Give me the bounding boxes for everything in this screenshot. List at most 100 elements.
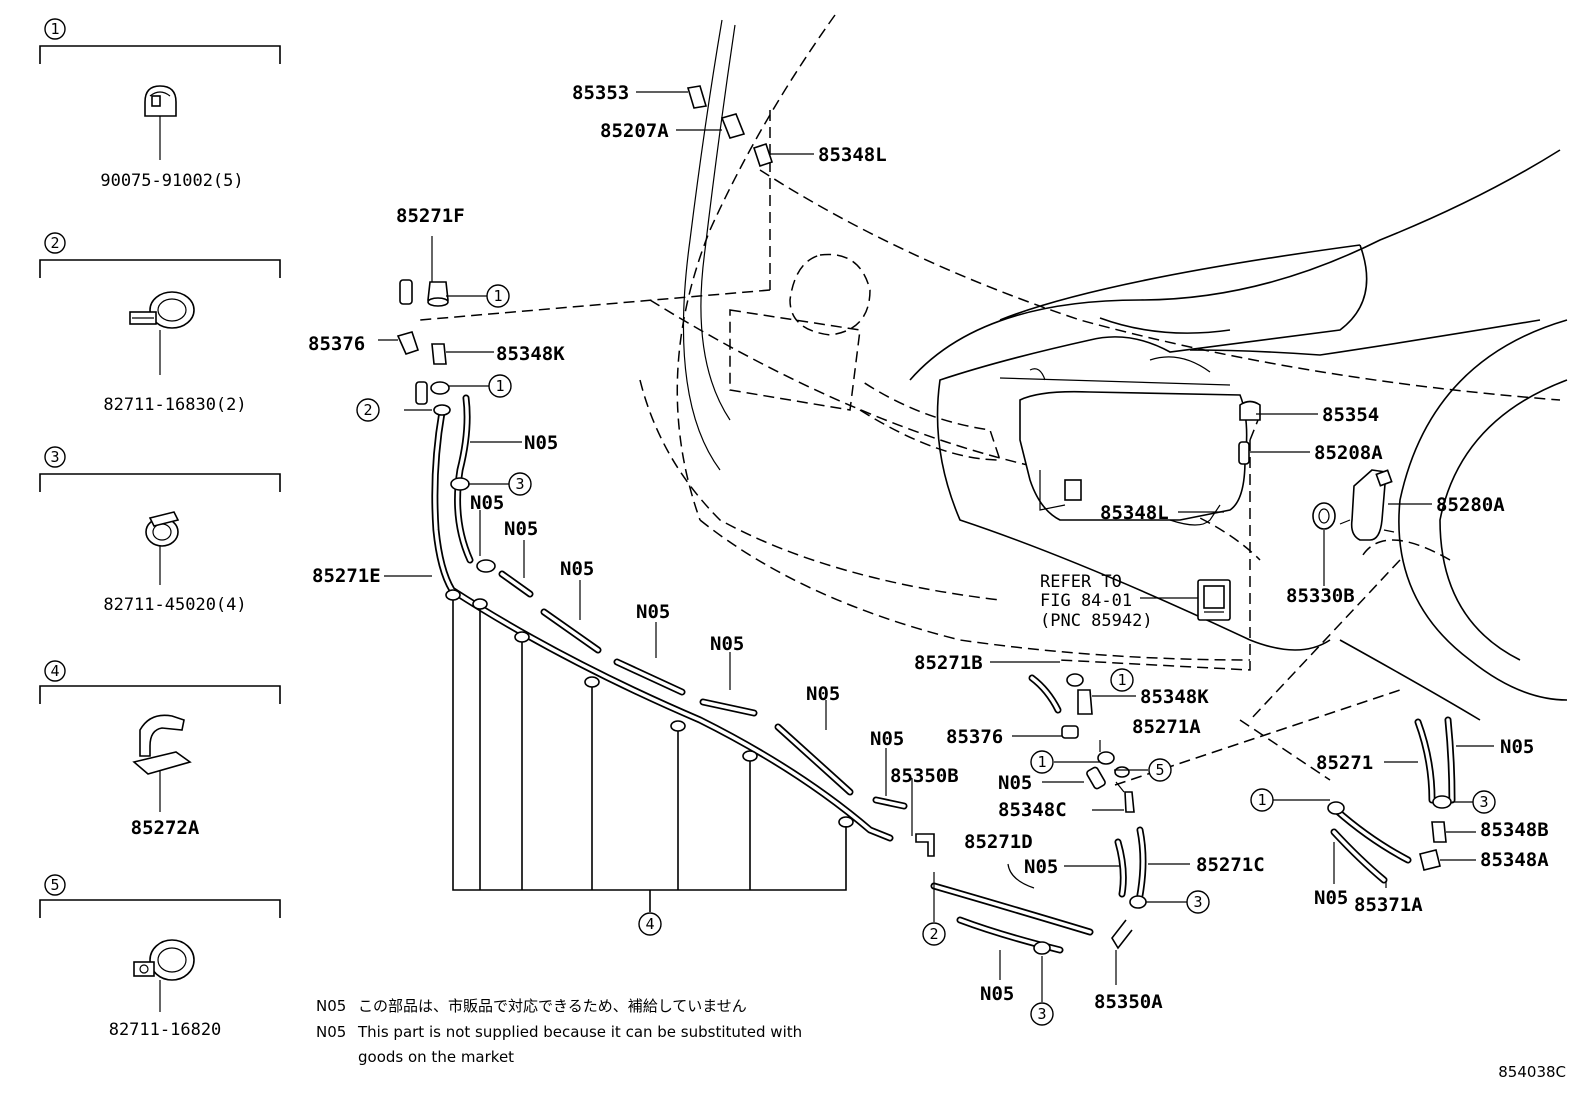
note-english-1: This part is not supplied because it can… xyxy=(357,1023,802,1041)
note-english-2: goods on the market xyxy=(358,1048,514,1066)
legend-item-4-part: 85272A xyxy=(131,817,200,839)
svg-text:1: 1 xyxy=(1117,671,1126,689)
label-N05: N05 xyxy=(806,683,840,705)
callouts: 1 1 2 3 4 1 1 5 3 2 3 1 3 xyxy=(356,284,1496,1026)
reference-part-icon xyxy=(1197,579,1231,621)
legend-item-3-part: 82711-45020(4) xyxy=(103,595,246,615)
label-85208A: 85208A xyxy=(1314,442,1383,464)
footnotes: N05 この部品は、市販品で対応できるため、補給していません N05 This … xyxy=(316,997,802,1066)
callout-2: 2 xyxy=(356,398,380,422)
refer-line-1: REFER TO xyxy=(1040,572,1122,592)
label-85271B: 85271B xyxy=(914,652,983,674)
callout-3: 3 xyxy=(1186,890,1210,914)
callout-1: 1 xyxy=(486,284,510,308)
label-N05: N05 xyxy=(560,558,594,580)
label-N05: N05 xyxy=(470,492,504,514)
label-85271: 85271 xyxy=(1316,752,1373,774)
label-85348A: 85348A xyxy=(1480,849,1549,871)
label-85348K: 85348K xyxy=(1140,686,1209,708)
label-N05: N05 xyxy=(636,601,670,623)
refer-line-2: FIG 84-01 xyxy=(1040,591,1132,611)
vehicle-outline xyxy=(419,14,1568,786)
label-85207A: 85207A xyxy=(600,120,669,142)
legend-item-2: 2 82711-16830(2) xyxy=(39,232,281,415)
label-N05: N05 xyxy=(524,432,558,454)
reference-note: REFER TO FIG 84-01 (PNC 85942) xyxy=(1040,572,1153,631)
legend-item-2-part: 82711-16830(2) xyxy=(103,395,246,415)
label-85280A: 85280A xyxy=(1436,494,1505,516)
label-N05: N05 xyxy=(1314,887,1348,909)
svg-text:1: 1 xyxy=(1037,753,1046,771)
legend-item-5: 5 82711-16820 xyxy=(39,874,281,1040)
note-japanese: この部品は、市販品で対応できるため、補給していません xyxy=(358,997,747,1015)
hose-clamp-icon xyxy=(129,291,195,329)
label-85353: 85353 xyxy=(572,82,629,104)
label-85354: 85354 xyxy=(1322,404,1379,426)
note-code-1: N05 xyxy=(316,997,346,1015)
callout-4: 4 xyxy=(638,912,662,936)
svg-text:5: 5 xyxy=(1155,761,1164,779)
svg-text:3: 3 xyxy=(1193,893,1202,911)
label-N05: N05 xyxy=(1024,856,1058,878)
label-N05: N05 xyxy=(980,983,1014,1005)
label-85376: 85376 xyxy=(308,333,365,355)
callout-5: 5 xyxy=(1148,758,1172,782)
legend-panel: 1 90075-91002(5) 2 82711-16830(2) xyxy=(39,18,281,1040)
label-85376: 85376 xyxy=(946,726,1003,748)
band-clamp-icon xyxy=(133,939,195,981)
label-85350A: 85350A xyxy=(1094,991,1163,1013)
callout-1: 1 xyxy=(488,374,512,398)
lower-center-hoses xyxy=(930,673,1147,955)
label-85371A: 85371A xyxy=(1354,894,1423,916)
leader-lines xyxy=(378,91,1494,1002)
label-N05: N05 xyxy=(1500,736,1534,758)
filter-icon xyxy=(1238,441,1250,465)
legend-item-1-part: 90075-91002(5) xyxy=(100,171,243,191)
legend-item-5-part: 82711-16820 xyxy=(109,1020,222,1040)
spring-clamp-icon xyxy=(145,511,180,547)
label-85271D: 85271D xyxy=(964,831,1033,853)
svg-text:1: 1 xyxy=(493,287,502,305)
label-85348K: 85348K xyxy=(496,343,565,365)
legend-item-5-number: 5 xyxy=(50,876,59,894)
svg-text:3: 3 xyxy=(1479,793,1488,811)
callout-1: 1 xyxy=(1250,788,1274,812)
callout-3: 3 xyxy=(508,472,532,496)
washer-motor-icon xyxy=(1339,469,1395,541)
figure-id: 854038C xyxy=(1498,1063,1566,1081)
legend-item-3-number: 3 xyxy=(50,448,59,466)
svg-text:4: 4 xyxy=(645,915,654,933)
legend-item-1-number: 1 xyxy=(50,20,59,38)
right-hoses xyxy=(1327,716,1456,884)
note-code-2: N05 xyxy=(316,1023,346,1041)
refer-line-3: (PNC 85942) xyxy=(1040,611,1153,631)
part-labels: 85353 85207A 85348L 85271F 85376 85348K … xyxy=(308,82,1549,1013)
legend-item-4-number: 4 xyxy=(50,662,59,680)
svg-text:2: 2 xyxy=(929,925,938,943)
label-85271E: 85271E xyxy=(312,565,381,587)
hose-clip-icon xyxy=(132,714,192,775)
label-85271F: 85271F xyxy=(396,205,465,227)
legend-item-2-number: 2 xyxy=(50,234,59,252)
legend-item-3: 3 82711-45020(4) xyxy=(39,446,281,615)
label-N05: N05 xyxy=(998,772,1032,794)
label-85348C: 85348C xyxy=(998,799,1067,821)
legend-item-4: 4 85272A xyxy=(39,660,281,839)
svg-text:1: 1 xyxy=(495,377,504,395)
label-85330B: 85330B xyxy=(1286,585,1355,607)
label-85271C: 85271C xyxy=(1196,854,1265,876)
nozzle-parts-top xyxy=(686,85,774,168)
label-85271A: 85271A xyxy=(1132,716,1201,738)
main-hose-assembly xyxy=(396,279,935,912)
callout-2: 2 xyxy=(922,922,946,946)
clip-icon xyxy=(144,85,177,117)
label-85348L: 85348L xyxy=(1100,502,1169,524)
legend-item-1: 1 90075-91002(5) xyxy=(39,18,281,191)
svg-text:3: 3 xyxy=(1037,1005,1046,1023)
tank-cap-icon xyxy=(1239,400,1261,421)
label-N05: N05 xyxy=(870,728,904,750)
label-N05: N05 xyxy=(710,633,744,655)
callout-1: 1 xyxy=(1110,668,1134,692)
svg-text:2: 2 xyxy=(363,401,372,419)
